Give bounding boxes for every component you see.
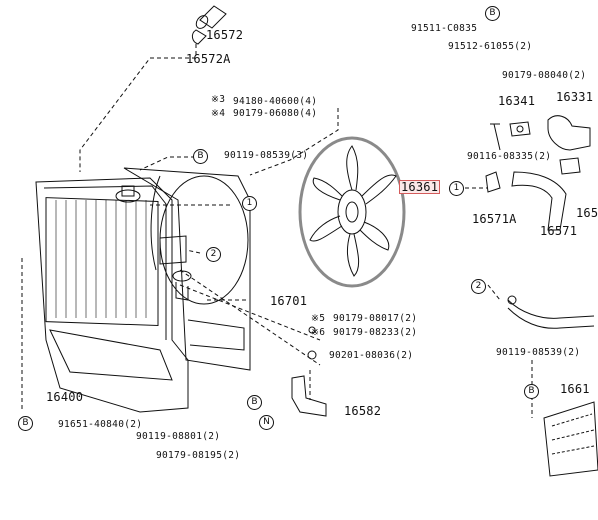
shroud-16701-drawing xyxy=(123,167,251,371)
marker-b-radiator: B xyxy=(18,416,33,431)
part-1661-partial[interactable]: 1661 xyxy=(560,382,590,396)
part-16331[interactable]: 16331 xyxy=(556,90,594,104)
lower-hose-drawing xyxy=(507,295,595,329)
bolt-90179-08233[interactable]: 90179-08233(2) xyxy=(333,327,418,338)
marker-b-bracket: B xyxy=(247,395,262,410)
reservoir-16611-drawing xyxy=(543,401,598,477)
mark-3: ※3 xyxy=(211,94,226,105)
marker-2-hose: 2 xyxy=(471,279,486,294)
bolt-90201-08036[interactable]: 90201-08036(2) xyxy=(329,350,414,361)
marker-2-radiator: 2 xyxy=(206,247,221,262)
part-16572[interactable]: 16572 xyxy=(206,28,244,42)
bracket-16582-drawing xyxy=(291,326,327,417)
marker-b-reservoir: B xyxy=(524,384,539,399)
bolt-90116-08335[interactable]: 90116-08335(2) xyxy=(467,151,552,162)
part-16572a[interactable]: 16572A xyxy=(186,52,231,66)
radiator-16400-drawing xyxy=(35,177,192,413)
marker-1-radiator: 1 xyxy=(242,196,257,211)
hose-16572-drawing xyxy=(191,5,227,45)
part-165-partial[interactable]: 165 xyxy=(576,206,598,220)
part-16571a[interactable]: 16571A xyxy=(472,212,517,226)
part-16582[interactable]: 16582 xyxy=(344,404,382,418)
mark-4: ※4 xyxy=(211,108,226,119)
fan-16361-drawing xyxy=(298,136,406,288)
thermostat-parts-drawing xyxy=(485,115,591,231)
marker-n-bracket: N xyxy=(259,415,274,430)
bolt-90179-08195[interactable]: 90179-08195(2) xyxy=(156,450,241,461)
mark-5: ※5 xyxy=(311,313,326,324)
bolt-90179-06080[interactable]: 90179-06080(4) xyxy=(233,108,318,119)
part-16571[interactable]: 16571 xyxy=(540,224,578,238)
bolt-91651-40840[interactable]: 91651-40840(2) xyxy=(58,419,143,430)
bolt-90179-08040[interactable]: 90179-08040(2) xyxy=(502,70,587,81)
marker-b-top: B xyxy=(485,6,500,21)
mark-6: ※6 xyxy=(311,327,326,338)
bolt-90119-08539-3[interactable]: 90119-08539(3) xyxy=(224,150,309,161)
part-16361[interactable]: 16361 xyxy=(398,180,441,194)
bolt-91511-c0835[interactable]: 91511-C0835 xyxy=(411,23,478,34)
marker-1-hose: 1 xyxy=(449,181,464,196)
part-16400[interactable]: 16400 xyxy=(46,390,84,404)
bolt-90119-08801[interactable]: 90119-08801(2) xyxy=(136,431,221,442)
part-16701[interactable]: 16701 xyxy=(270,294,308,308)
part-16341[interactable]: 16341 xyxy=(498,94,536,108)
bolt-90119-08539-2[interactable]: 90119-08539(2) xyxy=(496,347,581,358)
bolt-94180-40600[interactable]: 94180-40600(4) xyxy=(233,96,318,107)
bolt-90179-08017[interactable]: 90179-08017(2) xyxy=(333,313,418,324)
bolt-91512-61055[interactable]: 91512-61055(2) xyxy=(448,41,533,52)
marker-b-shroud: B xyxy=(193,149,208,164)
